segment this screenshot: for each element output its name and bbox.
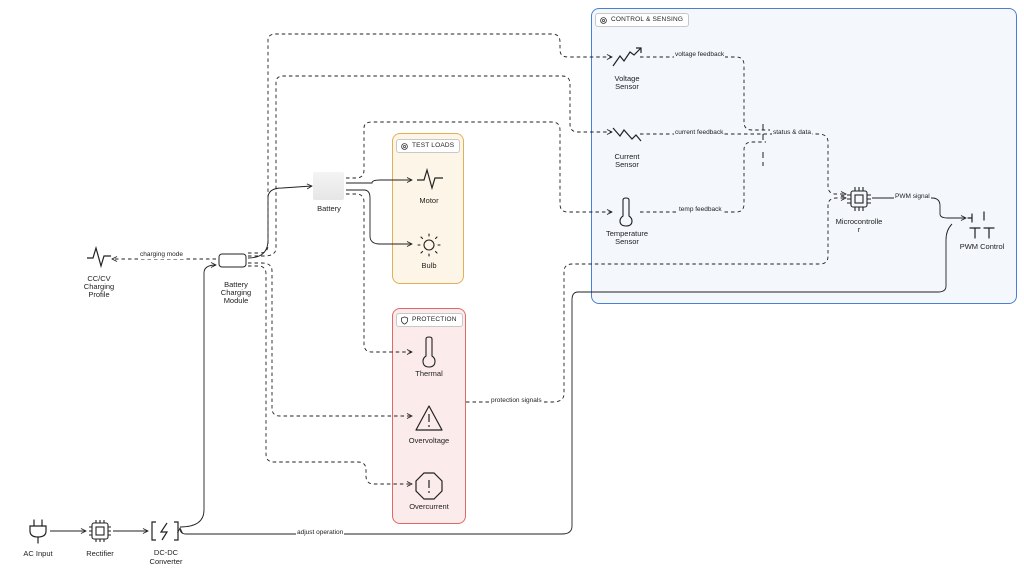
- dcdc-label-line2: Converter: [149, 557, 183, 566]
- ac-input-label: AC Input: [23, 549, 53, 558]
- micro-label-line1: Microcontrolle: [835, 217, 883, 226]
- temp-thermometer-icon[interactable]: [618, 197, 634, 227]
- edge-label-protection-signals: protection signals: [490, 397, 543, 405]
- control-sensing-title: CONTROL & SENSING: [611, 16, 684, 23]
- edge-pwm-return: [180, 223, 953, 535]
- protection-title: PROTECTION: [412, 316, 457, 323]
- profile-label-line1: CC/CV: [87, 274, 111, 283]
- sun-icon[interactable]: [416, 232, 442, 258]
- charging-module-label-line2: Charging: [220, 288, 252, 297]
- edge-label-voltage-feedback: voltage feedback: [674, 51, 726, 59]
- profile-label-line3: Profile: [88, 290, 110, 299]
- edge-voltage-status: [640, 56, 770, 131]
- charging-module-label-line3: Module: [223, 296, 249, 305]
- edge-label-current-feedback: current feedback: [674, 129, 725, 137]
- shield-icon: [400, 315, 409, 325]
- trend-up-icon[interactable]: [612, 46, 642, 68]
- temp-sensor-label-line2: Sensor: [615, 237, 639, 246]
- test-loads-group: [392, 133, 464, 284]
- control-sensing-tag: CONTROL & SENSING: [595, 13, 690, 27]
- edge-protection-micro: [466, 198, 846, 403]
- edge-charger-overvoltage: [248, 262, 412, 416]
- edge-label-status-data: status & data: [772, 129, 812, 137]
- module-icon[interactable]: [218, 253, 248, 269]
- battery-label: Battery: [317, 204, 341, 213]
- edge-status-micro: [770, 133, 846, 194]
- edge-charger-voltage: [248, 33, 612, 254]
- rectifier-label: Rectifier: [86, 549, 114, 558]
- switch-icon[interactable]: [964, 210, 998, 240]
- edge-battery-motor: [346, 180, 412, 184]
- edge-label-pwm-signal: PWM signal: [894, 193, 931, 201]
- pwm-control-label: PWM Control: [959, 242, 1005, 251]
- edge-label-adjust-operation: adjust operation: [296, 529, 345, 537]
- edge-battery-thermal: [346, 193, 412, 352]
- charging-module-label-line1: Battery: [224, 280, 248, 289]
- edge-label-temp-feedback: temp feedback: [678, 206, 723, 214]
- edge-label-charging-mode: charging mode: [139, 251, 184, 259]
- profile-label-line2: Charging: [83, 282, 115, 291]
- micro-chip-icon[interactable]: [846, 186, 872, 212]
- gear-icon: [401, 142, 408, 150]
- motor-label: Motor: [419, 196, 439, 205]
- dcdc-label-line1: DC-DC: [153, 548, 179, 557]
- current-sensor-label-line2: Sensor: [615, 160, 639, 169]
- trend-down-icon[interactable]: [612, 124, 642, 144]
- bolt-icon[interactable]: [150, 520, 180, 542]
- edge-charger-current: [248, 75, 612, 257]
- overvoltage-label: Overvoltage: [408, 436, 450, 445]
- overcurrent-label: Overcurrent: [409, 502, 449, 511]
- thermometer-icon[interactable]: [421, 336, 437, 368]
- bulb-label: Bulb: [421, 261, 437, 270]
- edge-battery-bulb: [346, 189, 412, 244]
- octagon-alert-icon[interactable]: [414, 471, 444, 501]
- waveform-icon[interactable]: [86, 244, 112, 270]
- edge-battery-temp: [346, 121, 612, 212]
- warning-icon[interactable]: [414, 404, 444, 432]
- motor-waveform-icon[interactable]: [416, 166, 444, 192]
- test-loads-tag: TEST LOADS: [396, 139, 461, 153]
- protection-tag: PROTECTION: [396, 313, 463, 327]
- micro-label-line2: r: [857, 225, 861, 234]
- edge-charger-battery: [247, 186, 312, 259]
- thermal-label: Thermal: [415, 369, 443, 378]
- voltage-sensor-label-line1: Voltage: [614, 74, 640, 83]
- edge-micro-pwm: [872, 197, 966, 218]
- plug-icon[interactable]: [26, 518, 50, 544]
- edge-temp-status: [640, 141, 766, 213]
- test-loads-title: TEST LOADS: [412, 142, 455, 149]
- edge-charger-overcurrent: [248, 265, 412, 484]
- temp-sensor-label-line1: Temperature: [605, 229, 649, 238]
- gear-icon: [600, 16, 607, 24]
- rectifier-chip-icon[interactable]: [88, 519, 112, 543]
- voltage-sensor-label-line2: Sensor: [615, 82, 639, 91]
- edge-dcdc-charger: [179, 265, 216, 528]
- current-sensor-label-line1: Current: [614, 152, 640, 161]
- status-junction-icon: [762, 124, 764, 166]
- battery-icon[interactable]: [313, 172, 344, 200]
